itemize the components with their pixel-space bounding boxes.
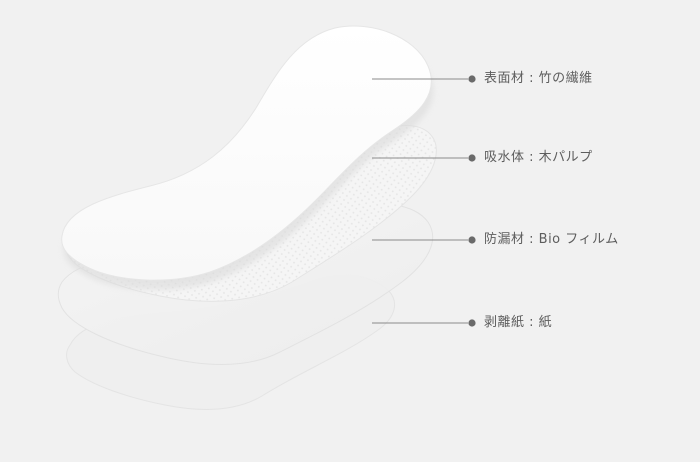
label-absorbent: 吸水体 : 木パルプ xyxy=(484,150,593,165)
surface-layer xyxy=(61,25,432,281)
bullet-dot-surface xyxy=(468,75,476,83)
bullet-dot-release-paper xyxy=(468,319,476,327)
bullet-dot-absorbent xyxy=(468,154,476,162)
label-leakproof: 防漏材 : Bio フィルム xyxy=(484,232,619,247)
label-release-paper: 剥離紙 : 紙 xyxy=(484,315,553,330)
label-surface: 表面材 : 竹の繊維 xyxy=(484,71,593,86)
bullet-dot-leakproof xyxy=(468,236,476,244)
